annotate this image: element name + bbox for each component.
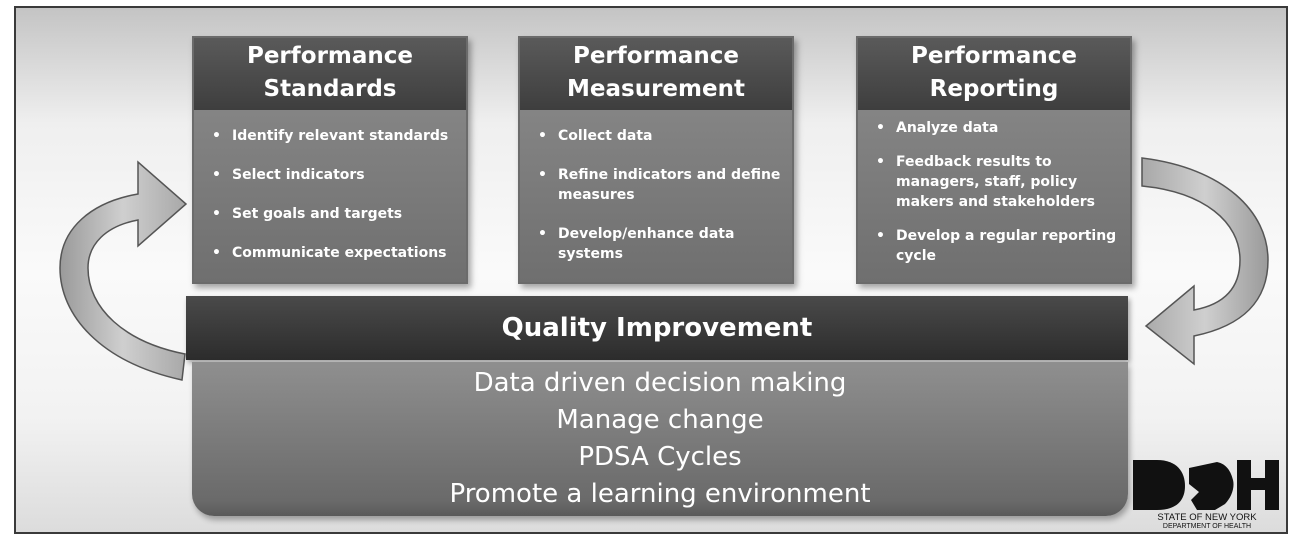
bullet-item: Analyze data (874, 118, 1120, 138)
logo-caption-line1: STATE OF NEW YORK (1157, 512, 1257, 523)
base-line: Data driven decision making (473, 368, 847, 398)
bullet-item: Collect data (536, 126, 782, 146)
bullet-item: Identify relevant standards (210, 126, 456, 146)
bullet-item: Refine indicators and define measures (536, 165, 782, 205)
logo-caption: STATE OF NEW YORK DEPARTMENT OF HEALTH (1130, 513, 1284, 531)
bullet-item: Communicate expectations (210, 243, 456, 263)
box-title-line1: Performance (246, 43, 414, 69)
box-title-line2: Measurement (567, 76, 745, 102)
cycle-arrow-left (59, 160, 188, 381)
base-line: Promote a learning environment (449, 479, 871, 509)
box-title-line2: Reporting (929, 76, 1059, 102)
base-line: PDSA Cycles (578, 442, 742, 472)
logo-letter-h (1237, 460, 1279, 510)
bullet-item: Develop/enhance data systems (536, 224, 782, 264)
bullet-list: Collect data Refine indicators and defin… (520, 110, 792, 264)
bullet-item: Develop a regular reporting cycle (874, 226, 1120, 266)
box-performance-standards: Performance Standards Identify relevant … (192, 36, 468, 284)
box-title: Performance Reporting (858, 38, 1130, 110)
bullet-list: Identify relevant standards Select indic… (194, 110, 466, 263)
logo-state-shape (1189, 462, 1234, 510)
box-title: Performance Measurement (520, 38, 792, 110)
doh-logo (1133, 460, 1279, 510)
box-title-line1: Performance (910, 43, 1078, 69)
logo-letter-d (1133, 460, 1185, 510)
cycle-arrow-right (1141, 157, 1269, 366)
box-performance-reporting: Performance Reporting Analyze data Feedb… (856, 36, 1132, 284)
box-performance-measurement: Performance Measurement Collect data Ref… (518, 36, 794, 284)
bullet-item: Select indicators (210, 165, 456, 185)
quality-improvement-base: Data driven decision making Manage chang… (192, 362, 1128, 516)
base-line: Manage change (556, 405, 764, 435)
logo-caption-line2: DEPARTMENT OF HEALTH (1162, 523, 1252, 530)
bullet-item: Feedback results to managers, staff, pol… (874, 152, 1120, 212)
arrow-left-shape (59, 160, 188, 381)
quality-improvement-bar: Quality Improvement (186, 296, 1128, 360)
box-title: Performance Standards (194, 38, 466, 110)
arrow-right-shape (1141, 157, 1269, 366)
box-title-line1: Performance (572, 43, 740, 69)
box-title-line2: Standards (263, 76, 397, 102)
bullet-list: Analyze data Feedback results to manager… (858, 110, 1130, 266)
bullet-item: Set goals and targets (210, 204, 456, 224)
